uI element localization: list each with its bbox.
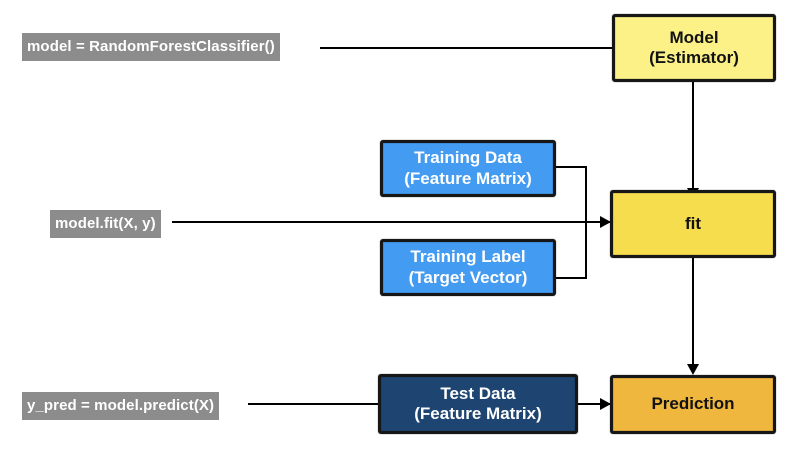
connector-training-label-out <box>556 277 587 279</box>
node-prediction[interactable]: Prediction <box>610 375 776 434</box>
node-fit-line1: fit <box>684 213 702 233</box>
node-training-label-line2: (Target Vector) <box>408 267 528 287</box>
node-training-data-line1: Training Data <box>414 148 522 168</box>
node-training-data-line2: (Feature Matrix) <box>404 168 532 188</box>
connector-construct-to-model <box>320 47 612 49</box>
node-training-label[interactable]: Training Label (Target Vector) <box>380 239 556 296</box>
connector-fit-to-prediction <box>692 258 694 368</box>
connector-fit-label-to-fit <box>172 221 610 223</box>
connector-model-to-fit <box>692 82 694 190</box>
code-label-construct: model = RandomForestClassifier() <box>22 33 280 61</box>
node-test-data-line2: (Feature Matrix) <box>414 404 542 423</box>
node-model-line1: Model <box>669 27 719 47</box>
connector-predict-label-to-test-data <box>248 403 382 405</box>
code-label-predict: y_pred = model.predict(X) <box>22 392 220 420</box>
node-fit[interactable]: fit <box>610 190 776 258</box>
arrowhead-fit-to-prediction <box>687 364 699 375</box>
node-training-data[interactable]: Training Data (Feature Matrix) <box>380 140 556 197</box>
node-model-line2: (Estimator) <box>649 48 739 67</box>
node-test-data-line1: Test Data <box>440 383 516 403</box>
node-prediction-line1: Prediction <box>651 394 735 414</box>
arrowhead-to-prediction <box>600 398 611 410</box>
connector-training-data-out <box>556 166 587 168</box>
node-training-label-line1: Training Label <box>410 247 526 267</box>
node-test-data[interactable]: Test Data (Feature Matrix) <box>378 374 578 434</box>
arrowhead-to-fit <box>600 216 611 228</box>
connector-test-data-to-prediction <box>578 403 610 405</box>
code-label-fit: model.fit(X, y) <box>50 210 161 238</box>
node-model[interactable]: Model (Estimator) <box>612 14 776 82</box>
